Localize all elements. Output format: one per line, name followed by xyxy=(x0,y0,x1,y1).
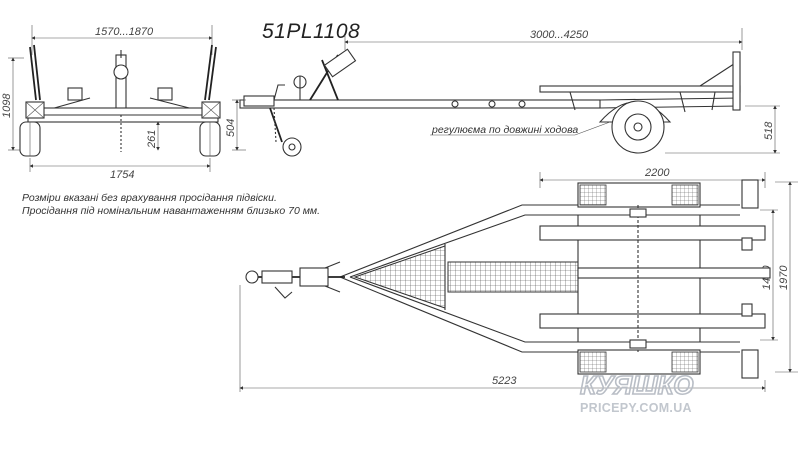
dim-frame-height: 504 xyxy=(225,119,237,137)
top-view: 2200 1450 1970 xyxy=(239,167,798,392)
watermark-logo: КУЯШКО PRICEPY.COM.UA xyxy=(579,369,694,415)
model-title: 51PL1108 xyxy=(262,20,360,43)
rear-view: 1570...1870 1098 xyxy=(1,25,221,181)
watermark-site: PRICEPY.COM.UA xyxy=(580,401,692,415)
dim-track: 1754 xyxy=(110,169,134,181)
dim-rear-width: 1570...1870 xyxy=(95,26,154,38)
dim-length-range: 3000...4250 xyxy=(530,29,589,41)
annotation-adjustable-axle: регулюєма по довжині ходова xyxy=(431,124,578,136)
watermark-brand: КУЯШКО xyxy=(580,370,694,400)
note-line-2: Просідання під номінальним навантаженням… xyxy=(22,205,320,217)
dim-overall-height: 1098 xyxy=(1,93,13,118)
dim-rear-bottom: 261 xyxy=(146,130,158,149)
note-line-1: Розміри вказані без врахування просіданн… xyxy=(22,192,277,204)
dim-overall-length: 5223 xyxy=(492,375,517,387)
dim-wheel-height: 518 xyxy=(763,121,775,140)
side-view: 3000...4250 xyxy=(225,28,780,157)
dim-outer-width: 1970 xyxy=(778,265,790,290)
dim-bunk-length: 2200 xyxy=(644,167,670,179)
